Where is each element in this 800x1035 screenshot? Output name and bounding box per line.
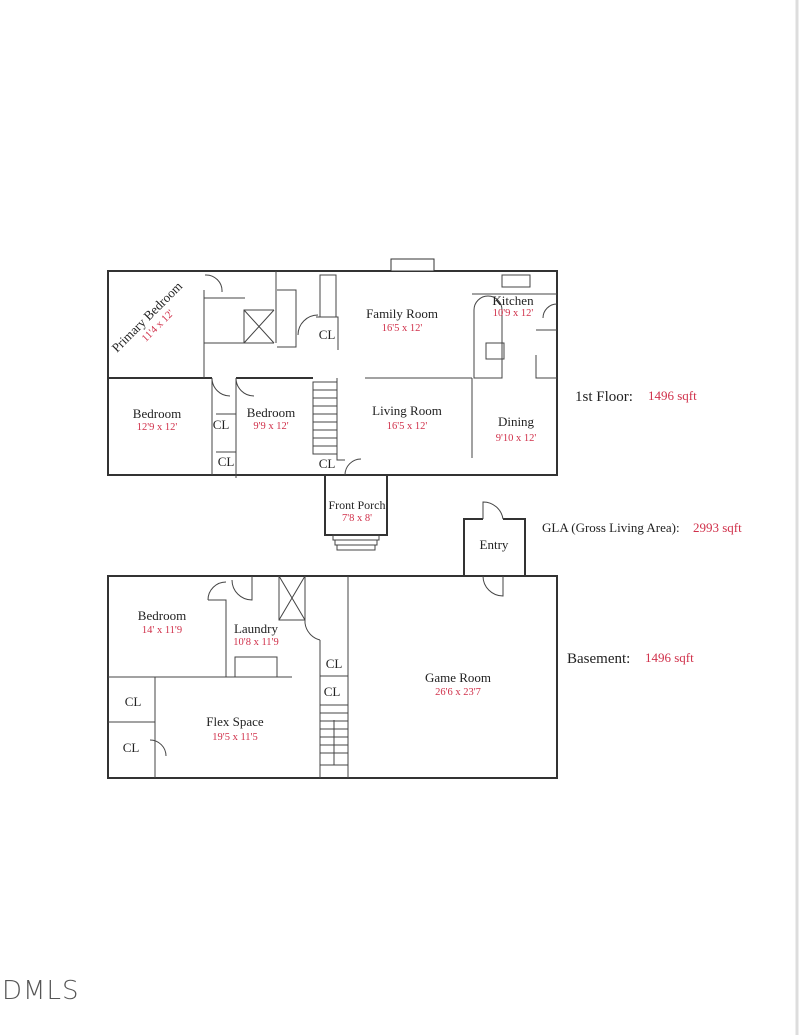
shower: [278, 575, 306, 621]
room-label: Game Room: [425, 670, 491, 685]
room-dims: 7'8 x 8': [342, 513, 372, 524]
room-label: Family Room: [366, 306, 438, 321]
kitchen-island: [472, 293, 557, 379]
basement-area-label: Basement:: [567, 651, 630, 667]
basement-area-value: 1496 sqft: [645, 650, 694, 665]
room-label: Bedroom: [247, 405, 295, 420]
fireplace: [390, 258, 435, 272]
closet-label: CL: [125, 694, 142, 709]
gla-label: GLA (Gross Living Area):: [542, 520, 680, 535]
first-floor-area-label: 1st Floor:: [575, 389, 633, 405]
closet-label: CL: [319, 327, 336, 342]
basement-plan: Bedroom 14' x 11'9 Laundry 10'8 x 11'9 G…: [107, 501, 558, 779]
stairs: [312, 381, 338, 455]
closet-label: CL: [319, 456, 336, 471]
door-swing: [211, 377, 255, 397]
closet-wall: [211, 378, 237, 478]
room-dims: 14' x 11'9: [142, 625, 182, 636]
room-label: Dining: [498, 414, 535, 429]
room-dims: 9'10 x 12': [496, 433, 537, 444]
room-dims: 26'6 x 23'7: [435, 687, 481, 698]
first-floor-plan: Primary Bedroom 11'4 x 12' Family Room 1…: [107, 258, 558, 551]
dmls-logo: DMLS: [2, 976, 79, 1006]
gla-value: 2993 sqft: [693, 520, 742, 535]
front-porch: [324, 458, 388, 551]
counter: [535, 329, 557, 379]
sink: [501, 274, 531, 288]
room-label: Front Porch: [329, 498, 386, 512]
door-swing: [542, 303, 558, 319]
first-floor-outline: [107, 270, 558, 476]
shower: [243, 271, 277, 344]
partition: [304, 576, 349, 778]
room-dims: 19'5 x 11'5: [212, 732, 257, 743]
partition: [336, 377, 473, 461]
closet-label: CL: [218, 454, 235, 469]
room-dims: 10'8 x 11'9: [233, 637, 278, 648]
closet-wall: [203, 274, 274, 378]
room-label: Laundry: [234, 621, 279, 636]
room-label: Kitchen: [492, 293, 534, 308]
vanity: [277, 289, 297, 348]
room-label: Living Room: [372, 403, 442, 418]
entry: [463, 501, 526, 597]
room-dims: 16'5 x 12': [382, 323, 423, 334]
room-label: Flex Space: [206, 714, 264, 729]
closet-label: CL: [326, 656, 343, 671]
closet-label: CL: [213, 417, 230, 432]
room-label: Entry: [480, 537, 509, 552]
room-label: Bedroom: [138, 608, 186, 623]
room-dims: 16'5 x 12': [387, 421, 428, 432]
stairs: [319, 704, 349, 766]
washer-dryer: [234, 656, 278, 678]
bathtub: [319, 274, 337, 318]
room-dims: 9'9 x 12': [253, 421, 288, 432]
stove: [485, 342, 505, 360]
closet-label: CL: [324, 684, 341, 699]
room-label: Bedroom: [133, 406, 181, 421]
room-dims: 12'9 x 12': [137, 422, 178, 433]
room-dims: 10'9 x 12': [493, 308, 534, 319]
closet-wall: [297, 314, 339, 350]
first-floor-area-value: 1496 sqft: [648, 388, 697, 403]
partition: [207, 576, 253, 677]
closet-label: CL: [123, 740, 140, 755]
partition: [108, 676, 292, 778]
